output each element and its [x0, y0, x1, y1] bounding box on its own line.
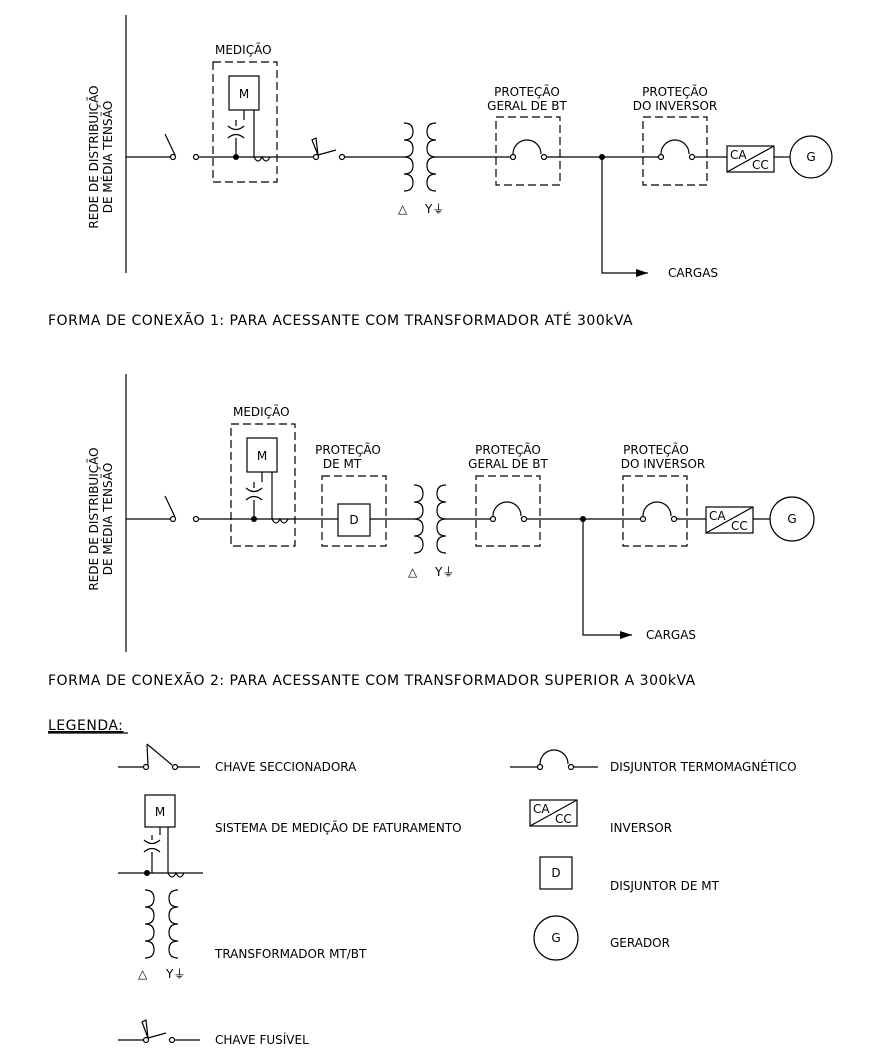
metering-dashed-box	[212, 61, 278, 183]
delta-symbol: △	[398, 202, 408, 216]
caption-1: FORMA DE CONEXÃO 1: PARA ACESSANTE COM T…	[48, 312, 633, 329]
protecao-inversor-label-line-2: DO INVERSOR	[621, 457, 706, 471]
wye-ground-symbol: Y⏚	[424, 202, 444, 216]
load-branch	[601, 157, 648, 277]
inverter-cc-label: CC	[752, 158, 769, 172]
legend-label-transformador: TRANSFORMADOR MT/BT	[214, 947, 367, 961]
protection-bt: PROTEÇÃO GERAL DE BT	[468, 442, 548, 547]
protecao-mt-label-line-2: DE MT	[323, 457, 362, 471]
legend-label-inversor: INVERSOR	[610, 821, 672, 835]
legend-label-disjuntor-mt: DISJUNTOR DE MT	[610, 879, 720, 893]
metering-system: MEDIÇÃO M	[230, 404, 296, 547]
legend-fuse-switch	[118, 1019, 200, 1044]
protection-bt: PROTEÇÃO GERAL DE BT	[487, 84, 567, 186]
legend: LEGENDA: CHAVE SECCIONADORA M SISTEMA DE…	[48, 718, 797, 1047]
generator: G	[789, 135, 833, 179]
protecao-bt-label-line-1: PROTEÇÃO	[494, 84, 560, 99]
legend-label-disjuntor-termomagnetico: DISJUNTOR TERMOMAGNÉTICO	[610, 759, 797, 774]
legend-disconnect-switch	[118, 743, 200, 771]
junction-dot	[233, 154, 239, 160]
source-label-line-2: DE MÉDIA TENSÃO	[100, 101, 115, 214]
load-branch	[582, 519, 632, 639]
protection-bt-dashed-box	[495, 116, 561, 186]
protecao-bt-label-line-2: GERAL DE BT	[468, 457, 548, 471]
legend-generator-symbol: G	[551, 931, 560, 945]
protection-bt-dashed-box	[475, 475, 541, 547]
legend-label-gerador: GERADOR	[610, 936, 670, 950]
legend-breaker-mt-symbol: D	[551, 866, 560, 880]
protection-inverter: PROTEÇÃO DO INVERSOR	[621, 442, 706, 547]
delta-symbol: △	[408, 565, 418, 579]
legend-delta-symbol: △	[138, 967, 148, 981]
source-label-line-2: DE MÉDIA TENSÃO	[100, 463, 115, 576]
protection-inverter-dashed-box	[622, 475, 688, 547]
meter-symbol: M	[239, 87, 249, 101]
transformer: △ Y⏚	[398, 122, 444, 216]
inverter-ca-label: CA	[730, 148, 747, 162]
legend-inverter: CA CC	[529, 799, 578, 827]
generator: G	[769, 496, 815, 542]
protecao-inversor-label-line-1: PROTEÇÃO	[642, 84, 708, 99]
loads-label: CARGAS	[668, 266, 718, 280]
legend-inverter-ca-label: CA	[533, 802, 550, 816]
medicao-label: MEDIÇÃO	[233, 404, 290, 419]
transformer: △ Y⏚	[408, 484, 454, 579]
wye-ground-symbol: Y⏚	[434, 565, 454, 579]
legend-title: LEGENDA:	[48, 718, 123, 734]
diagram-2: REDE DE DISTRIBUIÇÃO DE MÉDIA TENSÃO MED…	[48, 374, 815, 689]
breaker-mt-symbol: D	[349, 513, 358, 527]
legend-transformer: △ Y⏚	[138, 889, 185, 981]
legend-inverter-cc-label: CC	[555, 812, 572, 826]
protecao-mt-label-line-1: PROTEÇÃO	[315, 442, 381, 457]
legend-generator: G	[533, 915, 579, 961]
legend-wye-ground-symbol: Y⏚	[165, 967, 185, 981]
inverter-cc-label: CC	[731, 519, 748, 533]
protecao-bt-label-line-2: GERAL DE BT	[487, 99, 567, 113]
generator-symbol: G	[787, 512, 796, 526]
breaker-mt-box	[337, 503, 371, 537]
fuse-switch	[311, 137, 346, 161]
medicao-label: MEDIÇÃO	[215, 42, 272, 57]
caption-2: FORMA DE CONEXÃO 2: PARA ACESSANTE COM T…	[48, 672, 696, 689]
legend-label-chave-seccionadora: CHAVE SECCIONADORA	[215, 760, 357, 774]
disconnect-switch	[164, 495, 200, 523]
disconnect-switch	[164, 133, 200, 161]
protection-inverter-dashed-box	[642, 116, 708, 186]
legend-metering: M	[118, 794, 203, 878]
diagram-1: REDE DE DISTRIBUIÇÃO DE MÉDIA TENSÃO MED…	[48, 15, 833, 329]
source-label: REDE DE DISTRIBUIÇÃO DE MÉDIA TENSÃO	[86, 85, 115, 228]
metering-dashed-box	[230, 423, 296, 547]
protecao-inversor-label-line-2: DO INVERSOR	[633, 99, 718, 113]
protection-mt-dashed-box	[321, 475, 387, 547]
protecao-bt-label-line-1: PROTEÇÃO	[475, 442, 541, 457]
legend-label-chave-fusivel: CHAVE FUSÍVEL	[215, 1032, 309, 1047]
meter-symbol: M	[257, 449, 267, 463]
protection-inverter: PROTEÇÃO DO INVERSOR	[633, 84, 718, 186]
source-label-line-1: REDE DE DISTRIBUIÇÃO	[86, 85, 101, 228]
loads-label: CARGAS	[646, 628, 696, 642]
inverter: CA CC	[705, 506, 754, 534]
inverter: CA CC	[726, 145, 775, 173]
protection-mt: PROTEÇÃO DE MT D	[315, 442, 387, 547]
inverter-ca-label: CA	[709, 509, 726, 523]
legend-mt-breaker: D	[539, 856, 573, 890]
legend-label-sistema-medicao: SISTEMA DE MEDIÇÃO DE FATURAMENTO	[215, 820, 462, 835]
generator-symbol: G	[806, 150, 815, 164]
metering-system: MEDIÇÃO M	[212, 42, 278, 183]
protecao-inversor-label-line-1: PROTEÇÃO	[623, 442, 689, 457]
legend-thermomagnetic-breaker	[510, 749, 598, 771]
legend-meter-symbol: M	[155, 805, 165, 819]
source-label: REDE DE DISTRIBUIÇÃO DE MÉDIA TENSÃO	[86, 447, 115, 590]
source-label-line-1: REDE DE DISTRIBUIÇÃO	[86, 447, 101, 590]
junction-dot	[251, 516, 257, 522]
